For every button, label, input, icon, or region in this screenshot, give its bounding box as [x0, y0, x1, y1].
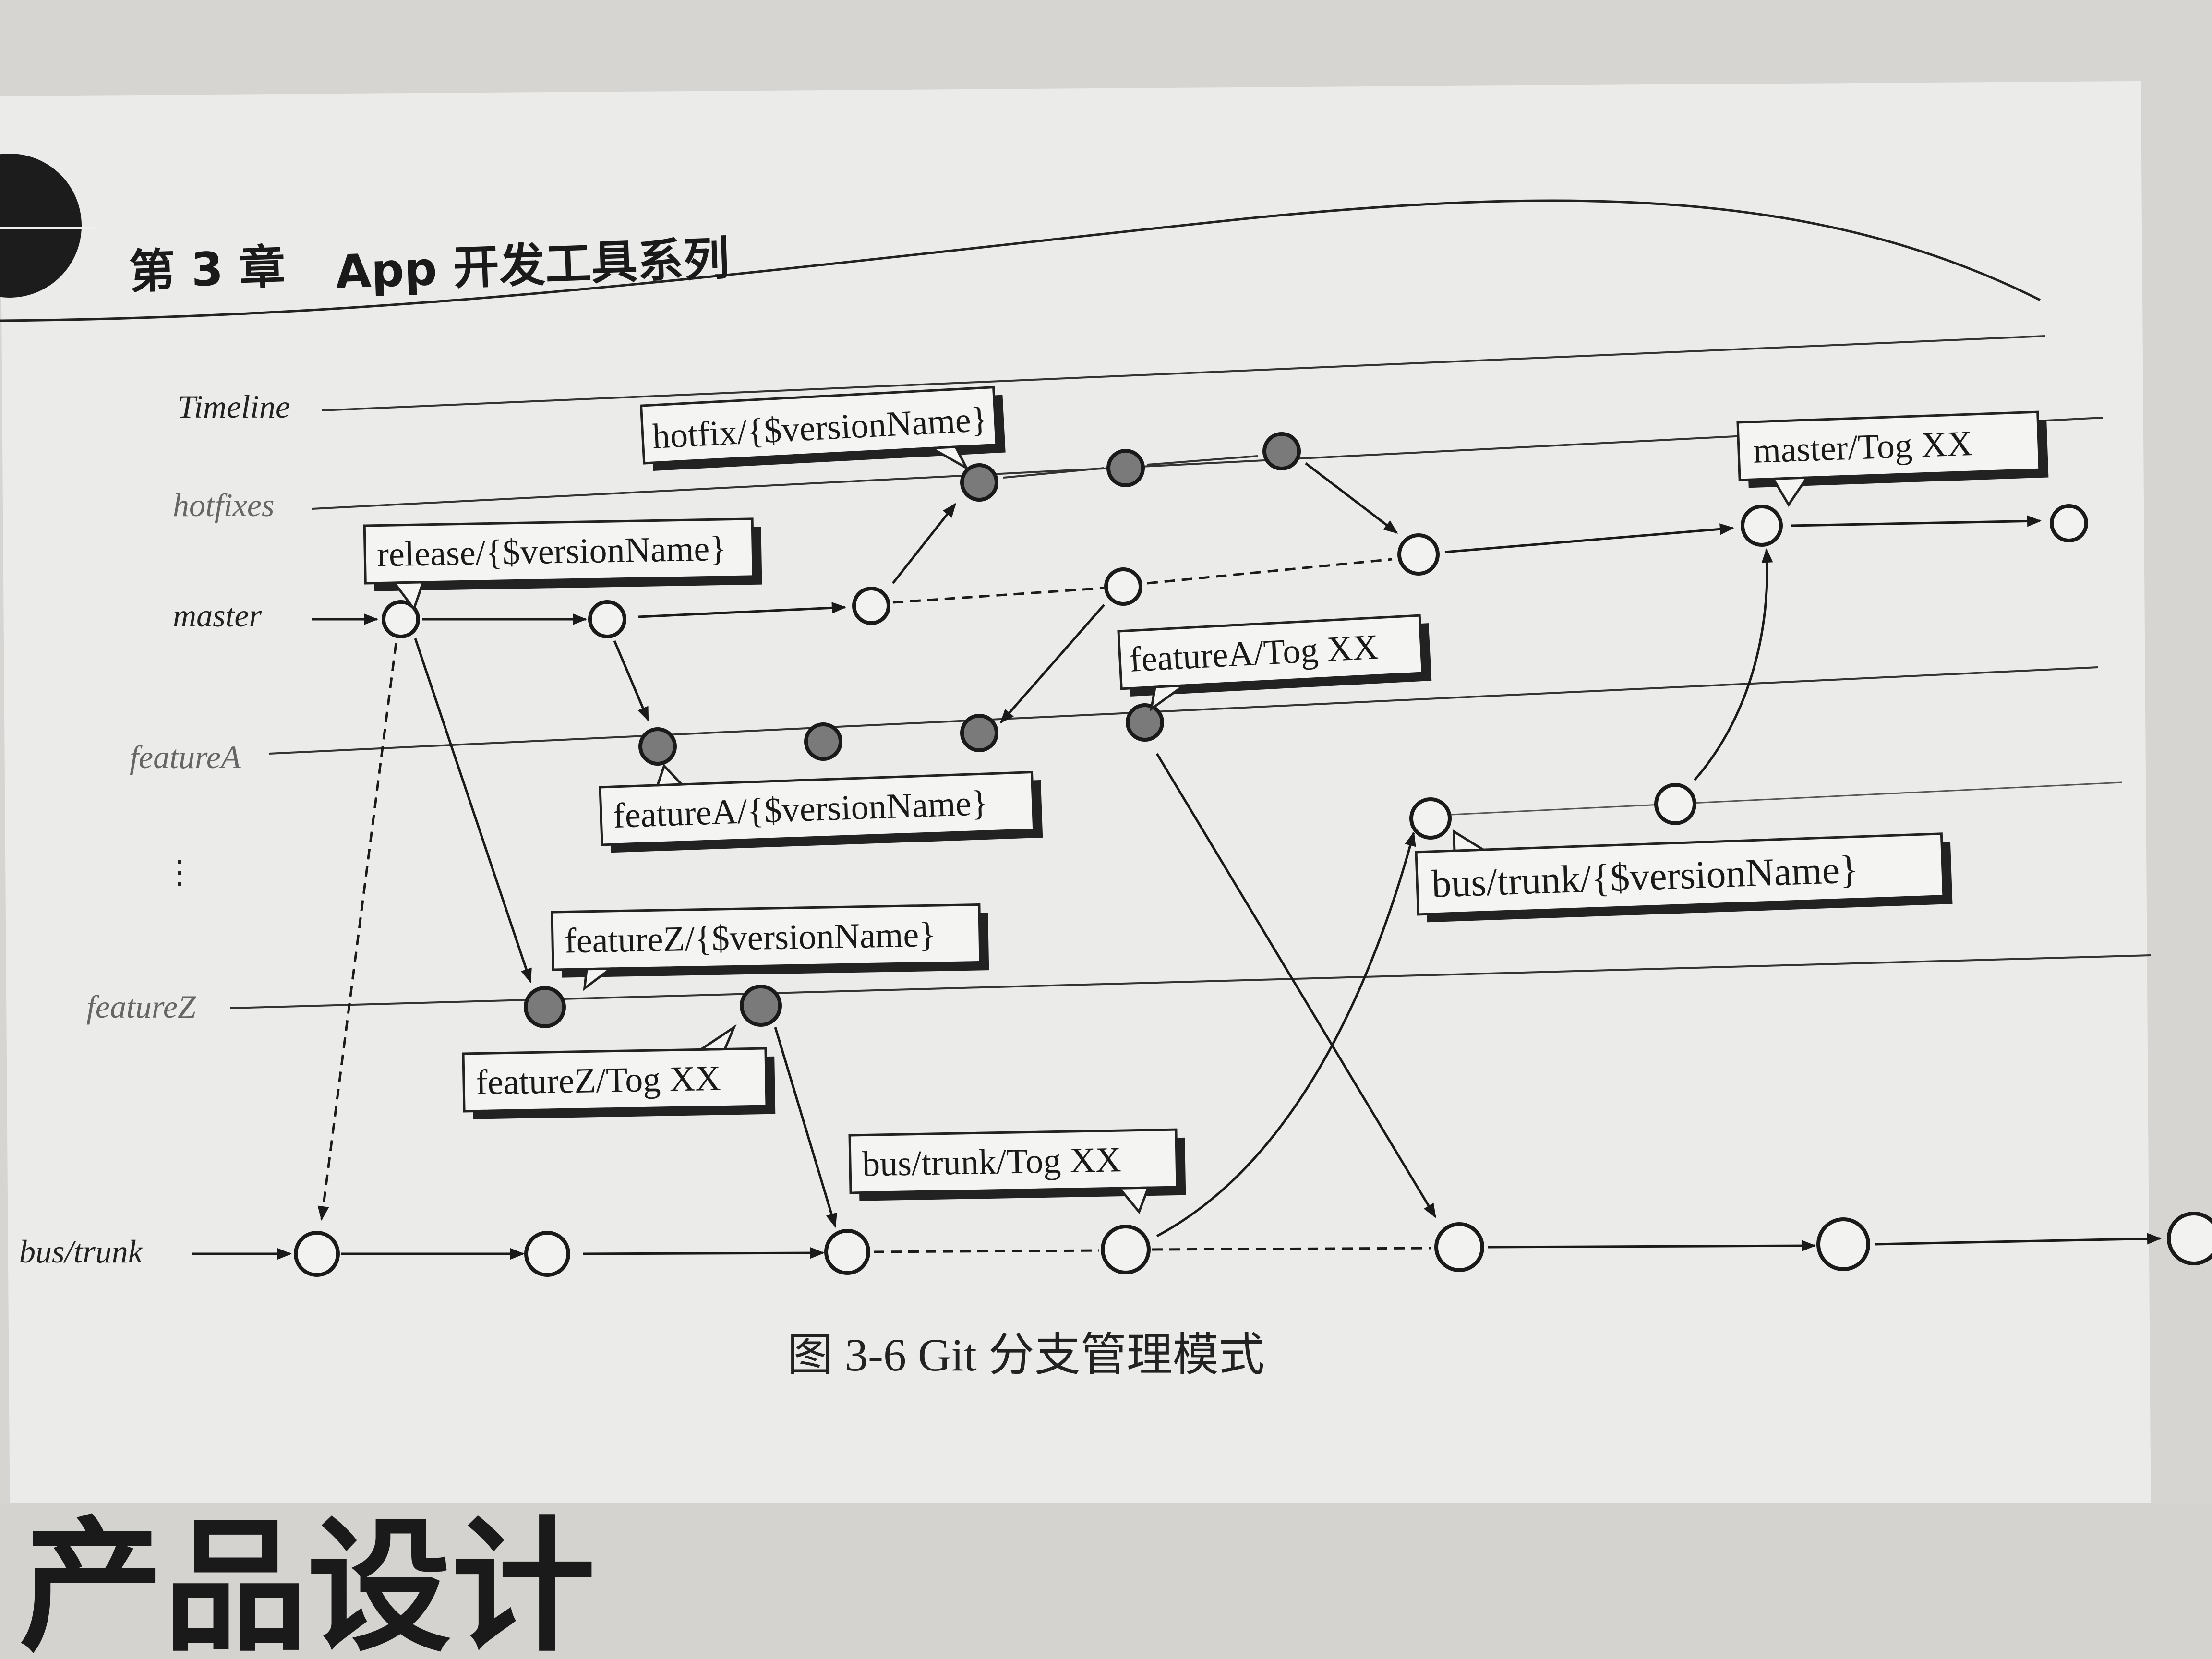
commit-trunk-2: [524, 1231, 570, 1277]
commit-featureA-4: [1126, 703, 1164, 742]
hotfix-link-2: [1147, 455, 1258, 466]
figure-caption: 图 3-6 Git 分支管理模式: [787, 1329, 1265, 1381]
arrow-master-to-featureZ: [414, 638, 532, 983]
featureA-line: [268, 666, 2098, 755]
hotfix-link-1: [1003, 467, 1105, 479]
tag-master-tog-text: master/Tog XX: [1753, 424, 1973, 471]
arrow-featureZ-to-trunk: [774, 1027, 837, 1228]
tag-master-tog: master/Tog XX: [1736, 410, 2049, 507]
header-rule: [0, 199, 2041, 322]
commit-featureA-3: [960, 714, 998, 752]
commit-hotfix-2: [1106, 449, 1145, 487]
arrow-master-to-featureA-2: [1000, 604, 1105, 724]
tag-release-version-text: release/{$versionName}: [377, 529, 727, 575]
commit-master-2: [588, 600, 626, 638]
tag-featureZ-version-text: featureZ/{$versionName}: [564, 915, 936, 961]
arrow-hotfix-to-master: [1305, 462, 1398, 534]
dash-trunk-3: [873, 1249, 1100, 1253]
arrow-trunk-5: [1488, 1240, 1816, 1252]
chapter-tab: [0, 154, 82, 298]
commit-trunk-5: [1434, 1222, 1484, 1272]
tag-bus-trunk-tog: bus/trunk/Tog XX: [848, 1128, 1186, 1214]
commit-featureZ-1: [524, 986, 566, 1028]
arrow-trunk-to-bus: [1156, 831, 1416, 1238]
featureZ-line: [230, 954, 2151, 1009]
bottom-band: [0, 1503, 2212, 1659]
chapter-heading: 第 3 章: [128, 240, 286, 299]
dash-master-3: [892, 587, 1105, 604]
row-label-featureZ: featureZ: [86, 988, 196, 1025]
commit-master-3: [852, 587, 890, 625]
timeline-line: [321, 335, 2045, 411]
row-label-featureA: featureA: [130, 739, 241, 775]
arrow-master-to-featureA: [613, 640, 649, 721]
dash-release-to-trunk: [317, 643, 397, 1221]
tag-featureA-version: featureA/{$versionName}: [599, 763, 1043, 853]
commit-bus-1: [1409, 797, 1452, 840]
chapter-title: App 开发工具系列: [335, 231, 731, 299]
commit-featureZ-2: [740, 985, 782, 1027]
arrow-master-5: [1444, 523, 1734, 553]
arrow-master-6: [1790, 515, 2042, 527]
arrow-featureA-to-trunk: [1155, 753, 1437, 1218]
commit-featureA-2: [804, 722, 842, 761]
commit-master-6: [1741, 505, 1783, 547]
row-label-master: master: [173, 597, 262, 634]
tag-release-version: release/{$versionName}: [363, 517, 762, 612]
dash-trunk-4: [1152, 1247, 1431, 1251]
commit-master-5: [1397, 533, 1440, 576]
commit-trunk-1: [294, 1231, 340, 1277]
tag-bus-trunk-version: bus/trunk/{$versionName}: [1415, 829, 1953, 923]
row-label-hotfixes: hotfixes: [173, 487, 275, 523]
book-title: 产品设计: [19, 1502, 595, 1659]
commit-master-7: [2050, 504, 2088, 542]
row-label-timeline: Timeline: [178, 388, 290, 425]
tag-featureZ-tog-text: featureZ/Tog XX: [475, 1059, 721, 1103]
commit-hotfix-1: [960, 463, 998, 502]
tag-bus-trunk-tog-text: bus/trunk/Tog XX: [862, 1140, 1121, 1184]
tag-featureZ-version: featureZ/{$versionName}: [551, 903, 989, 991]
bus-trunk-branch-line: [1420, 781, 2122, 817]
arrow-trunk-6: [1874, 1233, 2162, 1246]
commit-bus-2: [1654, 783, 1696, 825]
row-label-bus-trunk: bus/trunk: [19, 1233, 144, 1270]
commit-trunk-4: [1101, 1225, 1151, 1274]
commit-master-4: [1104, 567, 1142, 606]
commit-featureA-1: [638, 727, 677, 766]
commit-trunk-3: [824, 1229, 870, 1275]
tag-featureA-tog: featureA/Tog XX: [1117, 614, 1432, 712]
commit-trunk-6: [1816, 1217, 1870, 1271]
arrow-trunk-2: [583, 1247, 825, 1259]
commit-hotfix-3: [1262, 432, 1301, 470]
commit-trunk-7: [2167, 1212, 2212, 1265]
tag-featureZ-tog: featureZ/Tog XX: [462, 1024, 776, 1119]
dash-master-4: [1147, 558, 1393, 585]
arrow-master-to-hotfix: [892, 503, 956, 584]
tag-hotfix-version: hotfix/{$versionName}: [639, 386, 1006, 471]
commit-master-1: [382, 600, 420, 638]
arrow-master-2: [638, 602, 846, 618]
arrow-bus-to-master: [1694, 548, 1773, 781]
row-label-ellipsis: ⋮: [163, 854, 196, 890]
